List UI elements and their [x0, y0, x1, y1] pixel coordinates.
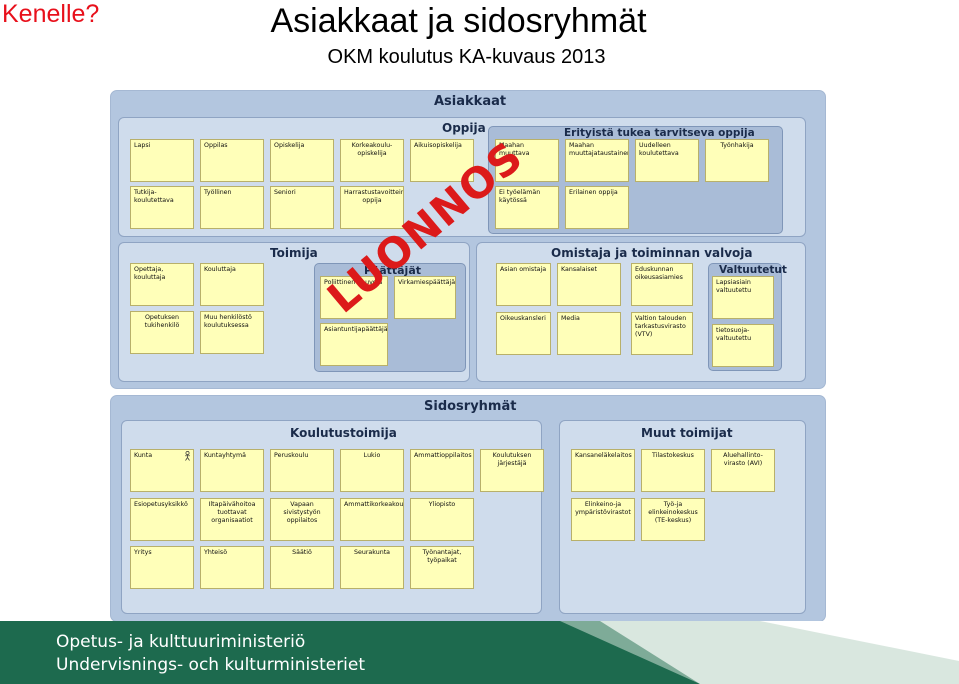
page-subtitle-text: OKM koulutus KA-kuvaus 2013: [327, 46, 606, 68]
box-kunta: Kunta: [130, 449, 194, 492]
footer-line-1: Opetus- ja kulttuuriministeriö: [56, 632, 306, 652]
box-ammattikorkeakoulu: Ammattikorkeakoulu: [340, 498, 404, 541]
box-kansalaiset: Kansalaiset: [557, 263, 621, 306]
box-kansanelakelaitos: Kansaneläkelaitos: [571, 449, 635, 492]
box-saatio: Säätiö: [270, 546, 334, 589]
box-asian-omistaja: Asian omistaja: [496, 263, 551, 306]
box-peruskoulu: Peruskoulu: [270, 449, 334, 492]
box-yliopisto: Yliopisto: [410, 498, 474, 541]
page-title: Asiakkaat ja sidosryhmät: [0, 2, 959, 41]
box-lapsi: Lapsi: [130, 139, 194, 182]
corner-question: Kenelle?: [2, 0, 100, 28]
box-tutkija: Tutkija-koulutettava: [130, 186, 194, 229]
box-aikuisopiskelija: Aikuisopiskelija: [410, 139, 474, 182]
valtuutetut-title: Valtuutetut: [719, 264, 787, 276]
box-kouluttaja: Kouluttaja: [200, 263, 264, 306]
koulutustoimija-title: Koulutustoimija: [290, 426, 397, 440]
paattajat-title: Päättäjät: [364, 264, 422, 277]
box-vtv: Valtion talouden tarkastusvirasto (VTV): [631, 312, 693, 355]
box-lukio: Lukio: [340, 449, 404, 492]
box-muu-henkilosto: Muu henkilöstö koulutuksessa: [200, 311, 264, 354]
box-maahanmuuttajataustainen: Maahan muuttajataustainen: [565, 139, 629, 182]
box-kuntayhtyma: Kuntayhtymä: [200, 449, 264, 492]
box-ely: Elinkeino-ja ympäristövirastot: [571, 498, 635, 541]
box-korkeakouluopiskelija: Korkeakoulu-opiskelija: [340, 139, 404, 182]
box-yritys: Yritys: [130, 546, 194, 589]
erityista-title: Erityistä tukea tarvitseva oppija: [564, 127, 755, 139]
omistaja-title: Omistaja ja toiminnan valvoja: [551, 246, 753, 260]
page-title-text: Asiakkaat ja sidosryhmät: [270, 2, 647, 40]
oppija-title: Oppija: [442, 121, 486, 135]
box-koulutuksen-jarjestaja: Koulutuksen järjestäjä: [480, 449, 544, 492]
box-te-keskus: Työ-ja elinkeinokeskus (TE-keskus): [641, 498, 705, 541]
toimija-title: Toimija: [270, 246, 318, 260]
box-tilastokeskus: Tilastokeskus: [641, 449, 705, 492]
box-eduskunnan-oa: Eduskunnan oikeusasiamies: [631, 263, 693, 306]
box-media: Media: [557, 312, 621, 355]
box-yhteiso: Yhteisö: [200, 546, 264, 589]
box-iltapaivahoito: Iltapäivähoitoa tuottavat organisaatiot: [200, 498, 264, 541]
box-asiantuntijapaattaja: Asiantuntijapäättäjä: [320, 323, 388, 366]
box-tyollinen: Työllinen: [200, 186, 264, 229]
box-opettaja: Opettaja, kouluttaja: [130, 263, 194, 306]
box-uudelleen-koulutettava: Uudelleen koulutettava: [635, 139, 699, 182]
box-opetuksen-tuki: Opetuksen tukihenkilö: [130, 311, 194, 354]
box-virkamiespaattaja: Virkamiespäättäjä: [394, 276, 456, 319]
box-tyonantajat: Työnantajat, työpaikat: [410, 546, 474, 589]
box-harrastus: Harrastustavoitteinen oppija: [340, 186, 404, 229]
box-oikeuskansleri: Oikeuskansleri: [496, 312, 551, 355]
actor-icon: [185, 451, 190, 461]
box-maahan-muuttava: Maahan muuttava: [495, 139, 559, 182]
box-avi: Aluehallinto- virasto (AVI): [711, 449, 775, 492]
muut-toimijat-title: Muut toimijat: [641, 426, 733, 440]
box-seurakunta: Seurakunta: [340, 546, 404, 589]
box-erilainen-oppija: Erilainen oppija: [565, 186, 629, 229]
box-poliittinen-neuvoja: Poliittinen neuvoja: [320, 276, 388, 319]
page-subtitle: OKM koulutus KA-kuvaus 2013: [0, 46, 959, 69]
box-ei-tyoelaman: Ei työelämän käytössä: [495, 186, 559, 229]
box-seniori: Seniori: [270, 186, 334, 229]
box-opiskelija: Opiskelija: [270, 139, 334, 182]
box-oppilas: Oppilas: [200, 139, 264, 182]
box-tietosuojavaltuutettu: tietosuoja-valtuutettu: [712, 324, 774, 367]
footer-line-2: Undervisnings- och kulturministeriet: [56, 655, 366, 675]
box-ammattioppilaitos: Ammattioppilaitos: [410, 449, 474, 492]
box-esiopetusyksikko: Esiopetusyksikkö: [130, 498, 194, 541]
sidosryhmat-title: Sidosryhmät: [424, 399, 517, 414]
box-tyonhakija: Työnhakija: [705, 139, 769, 182]
footer-band: [0, 621, 959, 684]
box-vapaan-sivistystyon: Vapaan sivistystyön oppilaitos: [270, 498, 334, 541]
box-lapsiasiain-valtuutettu: Lapsiasiain valtuutettu: [712, 276, 774, 319]
asiakkaat-title: Asiakkaat: [434, 94, 507, 109]
